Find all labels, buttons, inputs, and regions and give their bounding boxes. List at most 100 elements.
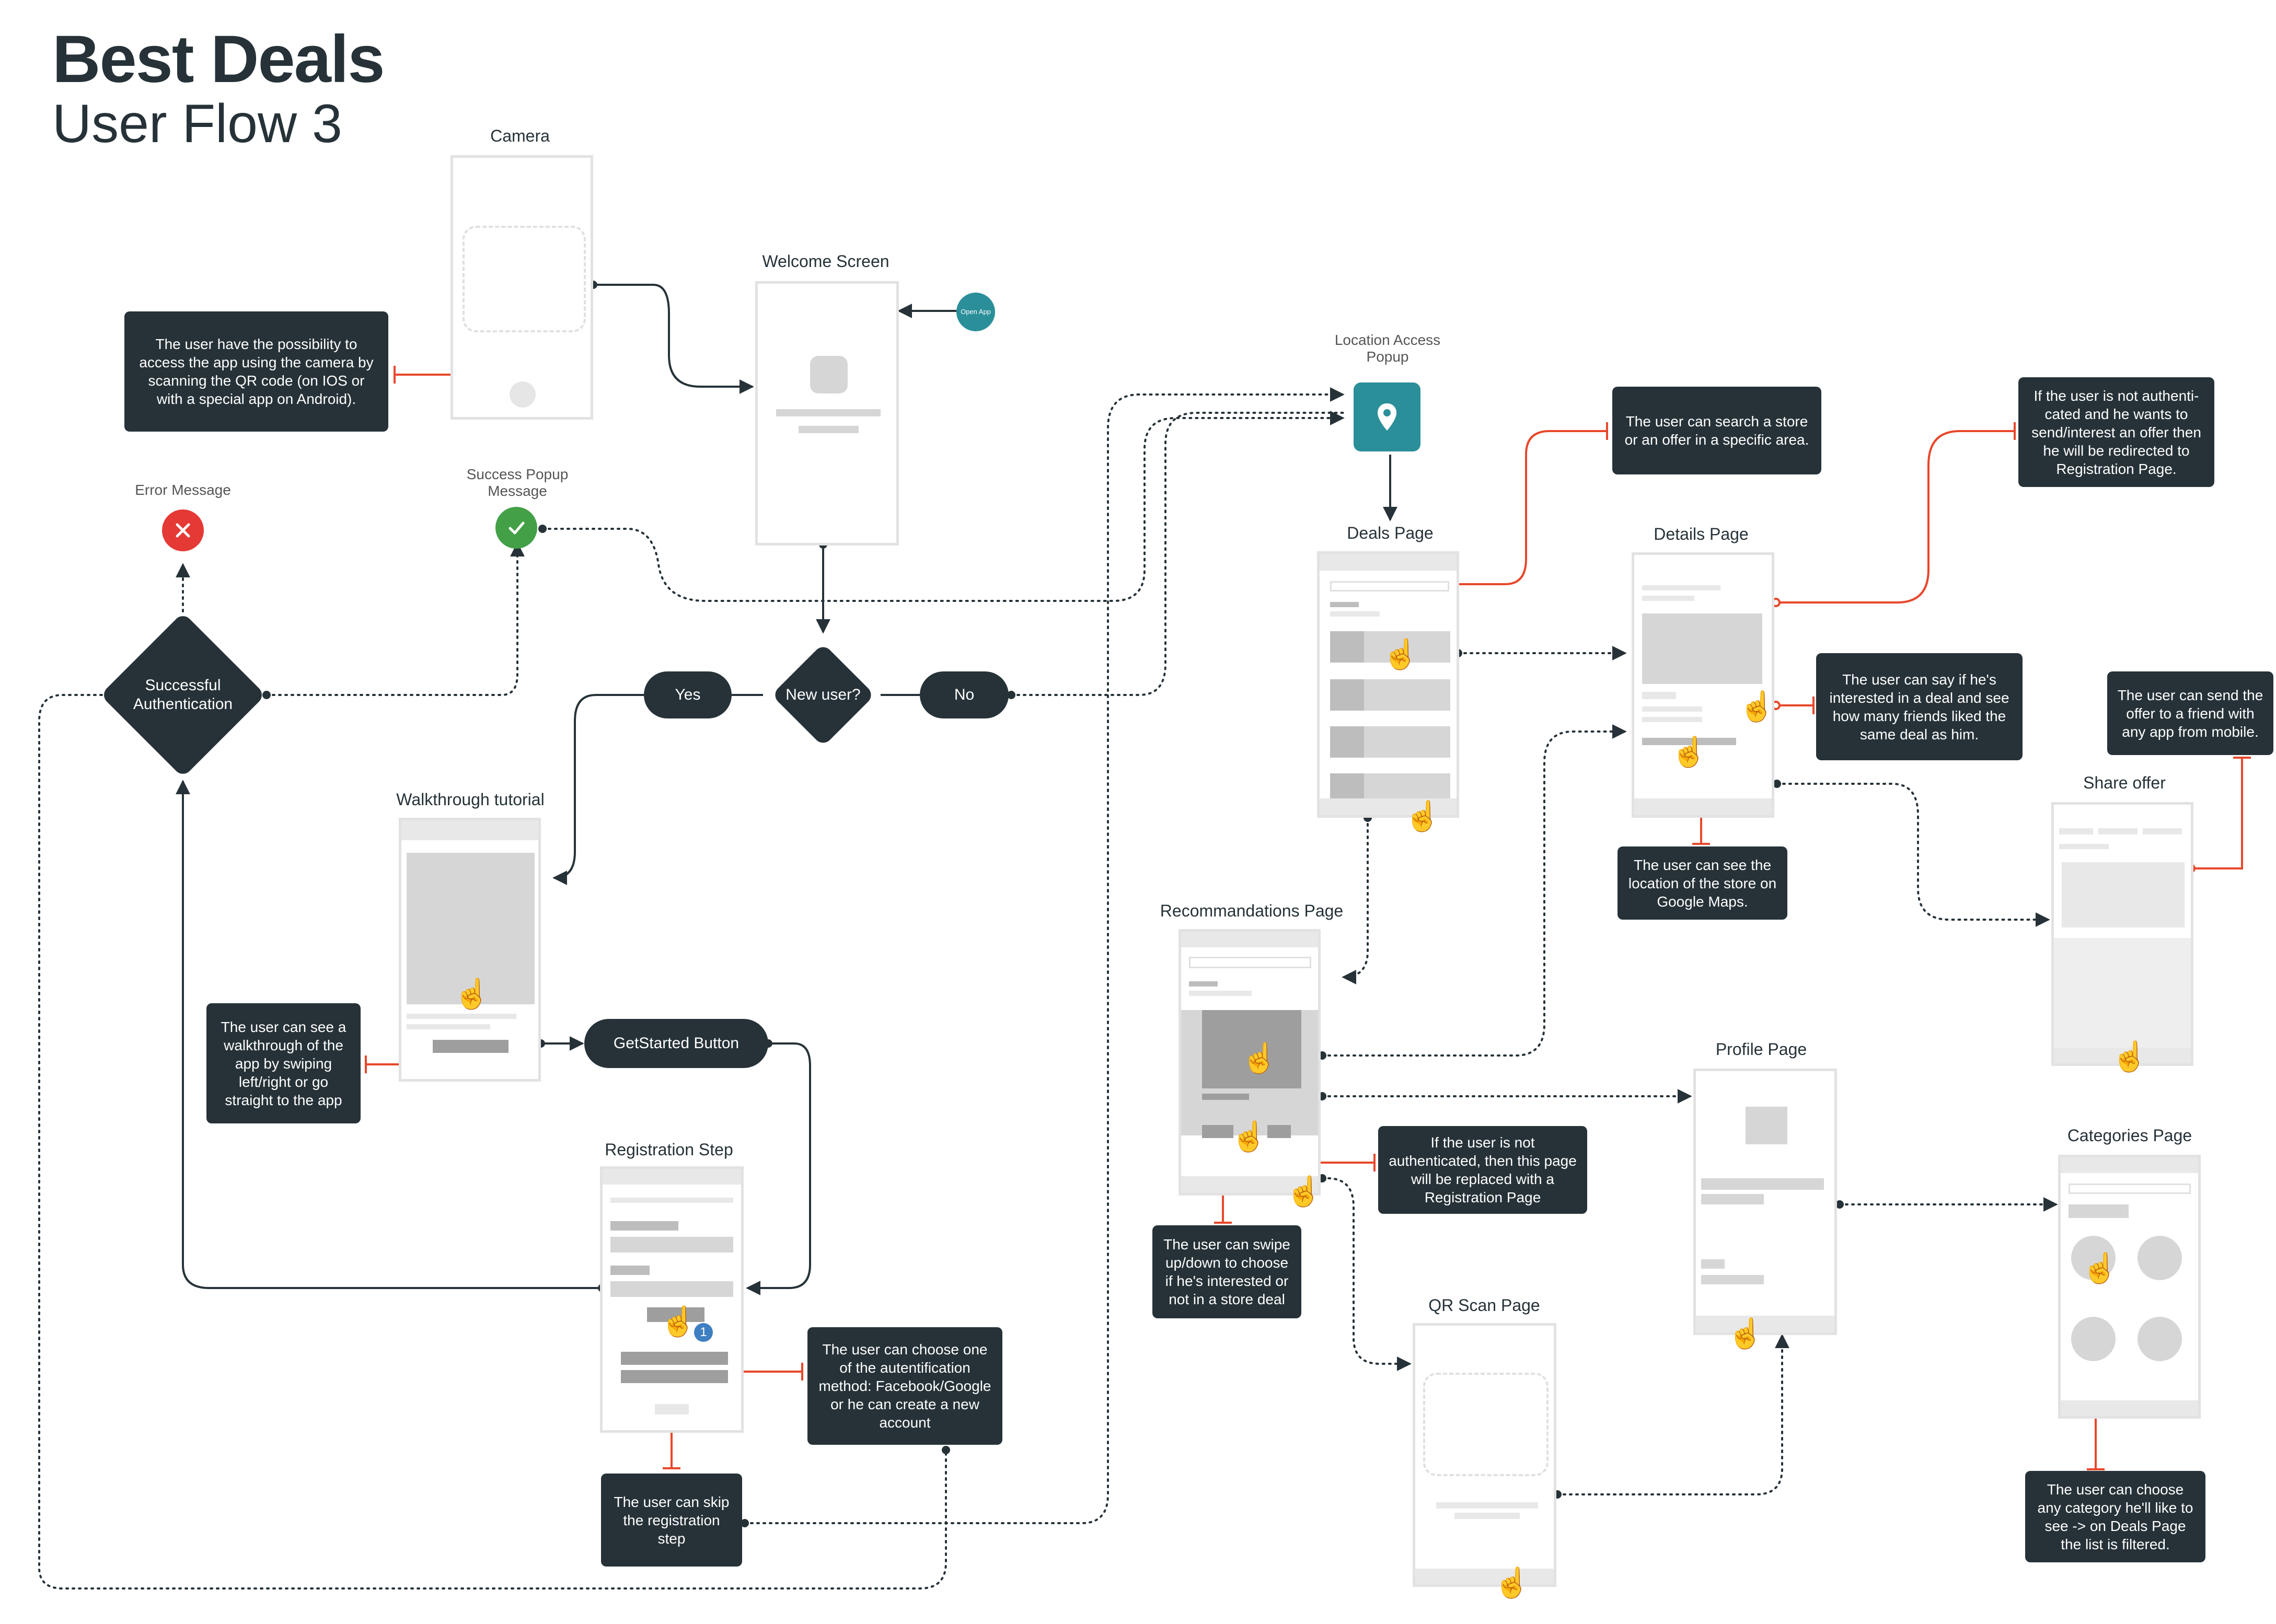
- details-tabbar: [1634, 798, 1772, 815]
- rec-search: [1189, 957, 1311, 968]
- skip-to-location: [744, 387, 1345, 1524]
- share-tab: [2143, 828, 2182, 834]
- share-tab: [2098, 828, 2138, 834]
- hand-pointer-icon: ☝: [2082, 1251, 2118, 1284]
- recommendations-screen: ☝ ☝ ☝: [1179, 929, 1322, 1208]
- details-line: [1642, 596, 1694, 601]
- profile-line: [1701, 1259, 1725, 1269]
- wt-line: [407, 1014, 516, 1019]
- wt-line: [407, 1024, 490, 1029]
- details-to-share: [1776, 783, 2050, 927]
- recommendations-to-details: [1321, 724, 1627, 1057]
- error-label: Error Message: [135, 482, 231, 498]
- step-badge: 1: [694, 1323, 713, 1342]
- deal-thumb: [1330, 773, 1364, 799]
- ann-share: [2192, 758, 2243, 869]
- details-screen: ☝ ☝: [1632, 552, 1775, 818]
- note-not-authenticated-profile: If the user is not authenticated, then t…: [1378, 1126, 1587, 1214]
- details-label: Details Page: [1654, 525, 1749, 543]
- auth-to-success: [265, 542, 525, 696]
- cat-search: [2069, 1184, 2191, 1194]
- rec-tabbar: [1181, 1176, 1318, 1193]
- share-screen: ☝: [2051, 802, 2193, 1073]
- rec-card-image: [1202, 1010, 1301, 1088]
- deals-to-recommendations: [1342, 817, 1369, 984]
- hand-pointer-icon: ☝: [660, 1305, 697, 1338]
- profile-line: [1701, 1178, 1824, 1190]
- reg-social-button: [621, 1370, 728, 1383]
- location-pin-icon: [1354, 382, 1420, 451]
- welcome-text-line: [799, 426, 859, 433]
- note-registration-method-text: The user can choose one of the autentifi…: [818, 1341, 991, 1431]
- get-started-node: GetStarted Button: [584, 1019, 768, 1068]
- registration-screen: ☝ 1: [600, 1166, 744, 1433]
- registration-label: Registration Step: [605, 1140, 733, 1159]
- note-swipe: The user can swipe up/down to choose if …: [1152, 1225, 1301, 1318]
- category-circle: [2071, 1317, 2116, 1361]
- categories-label: Categories Page: [2067, 1126, 2192, 1145]
- hand-pointer-icon: ☝: [1494, 1566, 1530, 1599]
- walkthrough-label: Walkthrough tutorial: [396, 790, 545, 809]
- hand-pointer-icon: ☝: [2111, 1040, 2148, 1073]
- reg-skip: [655, 1404, 689, 1414]
- auth-loop: [38, 694, 947, 1590]
- deals-search: [1330, 581, 1449, 591]
- reg-field: [610, 1237, 733, 1252]
- yes-node: Yes: [644, 671, 732, 718]
- reg-line: [610, 1266, 650, 1275]
- note-search-text: The user can search a store or an offer …: [1624, 413, 1809, 448]
- details-image: [1642, 613, 1762, 684]
- note-not-authenticated-details: If the user is not authenti-cated and he…: [2018, 377, 2214, 487]
- share-image: [2062, 862, 2185, 927]
- note-camera-text: The user have the possibility to access …: [139, 336, 374, 407]
- hand-pointer-icon: ☝: [1671, 735, 1707, 768]
- note-skip: The user can skip the registration step: [601, 1474, 742, 1567]
- check-icon: [495, 507, 537, 549]
- cat-line: [2069, 1204, 2129, 1218]
- new-user-text: New user?: [785, 686, 861, 703]
- hand-pointer-icon: ☝: [1231, 1120, 1267, 1153]
- reg-field: [610, 1281, 733, 1297]
- note-send-friend: The user can send the offer to a friend …: [2107, 671, 2273, 755]
- categories-screen: ☝: [2058, 1155, 2201, 1419]
- note-registration-method: The user can choose one of the autentifi…: [807, 1327, 1002, 1445]
- category-circle: [2138, 1236, 2182, 1280]
- reg-social-button: [621, 1352, 728, 1365]
- hand-pointer-icon: ☝: [1727, 1317, 1764, 1350]
- success-to-location: [541, 411, 1345, 602]
- note-walkthrough-text: The user can see a walkthrough of the ap…: [221, 1018, 346, 1108]
- welcome-text-line: [776, 409, 881, 416]
- camera-screen: [450, 155, 593, 420]
- qr-tabbar: [1415, 1569, 1554, 1584]
- note-camera: The user have the possibility to access …: [124, 311, 388, 432]
- share-sheet: [2054, 938, 2191, 1048]
- yes-to-walkthrough: [552, 694, 644, 885]
- reg-line: [610, 1198, 733, 1203]
- shutter-button: [510, 381, 536, 408]
- recommendations-label: Recommandations Page: [1160, 901, 1344, 920]
- details-map-link: [1642, 738, 1736, 745]
- wt-header: [401, 820, 538, 840]
- qr-frame: [1423, 1373, 1549, 1476]
- deal-thumb: [1330, 679, 1364, 711]
- note-send-friend-text: The user can send the offer to a friend …: [2117, 687, 2263, 740]
- share-line: [2059, 844, 2109, 849]
- qr-line: [1454, 1513, 1520, 1519]
- registration-to-auth: [176, 780, 602, 1289]
- profile-tabbar: [1696, 1316, 1834, 1332]
- getstarted-to-registration: [746, 1042, 811, 1295]
- no-node: No: [920, 671, 1009, 718]
- deals-screen: ☝ ☝: [1317, 551, 1459, 832]
- no-to-location: [1010, 412, 1344, 696]
- location-popup-label: Location Access Popup: [1334, 332, 1441, 365]
- share-tab: [2059, 828, 2093, 834]
- deals-tabbar: [1320, 798, 1457, 815]
- note-not-authenticated-details-text: If the user is not authenti-cated and he…: [2031, 387, 2201, 477]
- camera-label: Camera: [490, 126, 550, 145]
- profile-screen: ☝: [1693, 1069, 1837, 1350]
- qr-scan-label: QR Scan Page: [1428, 1296, 1540, 1315]
- close-icon: [162, 509, 204, 551]
- page-subtitle: User Flow 3: [52, 94, 342, 154]
- ann-search: [1448, 430, 1607, 585]
